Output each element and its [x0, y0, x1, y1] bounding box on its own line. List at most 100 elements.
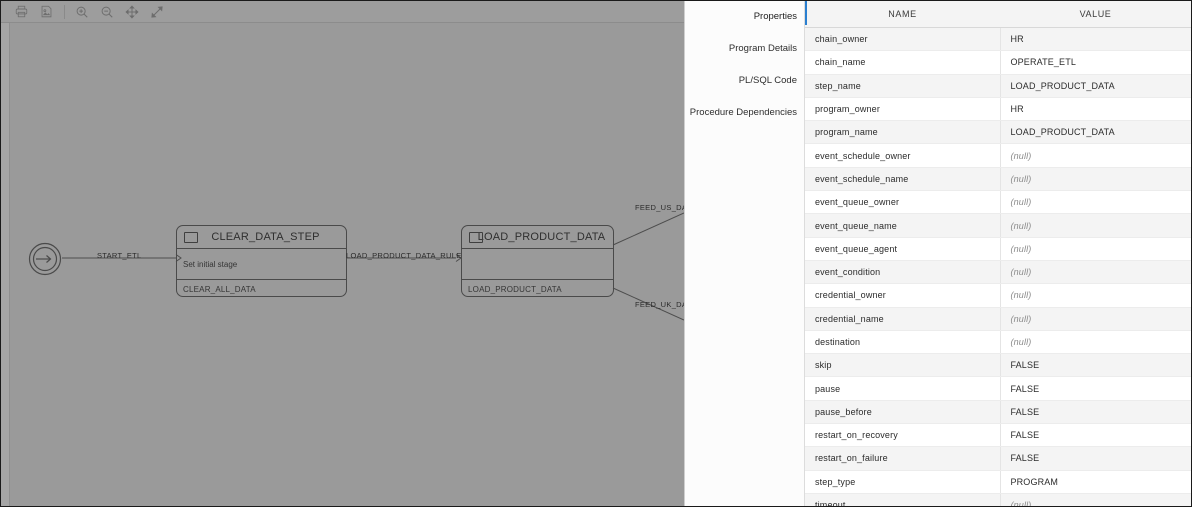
- cell-property-value: (null): [999, 143, 1191, 168]
- cell-property-name: restart_on_failure: [805, 446, 1000, 471]
- cell-property-name: event_queue_name: [805, 213, 1000, 238]
- cell-property-value: (null): [999, 493, 1191, 506]
- table-row[interactable]: event_queue_name(null): [805, 213, 1191, 238]
- tab-procedure-dependencies[interactable]: Procedure Dependencies: [689, 107, 797, 118]
- cell-property-name: restart_on_recovery: [805, 423, 1000, 448]
- pan-icon[interactable]: [121, 2, 143, 22]
- cell-property-name: chain_owner: [805, 27, 1000, 52]
- toolbar-separator: [64, 4, 65, 19]
- node-header: CLEAR_DATA_STEP: [177, 226, 346, 249]
- cell-property-value: (null): [999, 190, 1191, 215]
- cell-property-value: FALSE: [999, 423, 1191, 448]
- cell-property-value: FALSE: [999, 353, 1191, 378]
- cell-property-name: program_owner: [805, 97, 1000, 122]
- cell-property-name: timeout: [805, 493, 1000, 506]
- cell-property-name: pause: [805, 376, 1000, 401]
- diagram-pane: CLEAR_DATA_STEP Set initial stage CLEAR_…: [1, 1, 684, 506]
- cell-property-value: (null): [999, 237, 1191, 261]
- cell-property-value: HR: [999, 97, 1191, 122]
- node-description: Set initial stage: [177, 249, 346, 280]
- cell-property-value: FALSE: [999, 376, 1191, 401]
- cell-property-value: FALSE: [999, 446, 1191, 471]
- cell-property-value: LOAD_PRODUCT_DATA: [999, 120, 1191, 145]
- cell-property-name: program_name: [805, 120, 1000, 145]
- save-image-icon[interactable]: [35, 2, 57, 22]
- cell-property-name: event_queue_agent: [805, 237, 1000, 261]
- table-row[interactable]: credential_name(null): [805, 307, 1191, 331]
- tab-plsql-code[interactable]: PL/SQL Code: [738, 75, 797, 86]
- table-row[interactable]: credential_owner(null): [805, 283, 1191, 308]
- cell-property-value: (null): [999, 283, 1191, 308]
- active-column-accent: [805, 1, 807, 25]
- diagram-node-load-product-data[interactable]: LOAD_PRODUCT_DATA LOAD_PRODUCT_DATA: [461, 225, 614, 297]
- start-arrow-icon[interactable]: [25, 239, 65, 279]
- program-box-icon: [184, 232, 198, 243]
- zoom-out-icon[interactable]: [96, 2, 118, 22]
- cell-property-name: credential_owner: [805, 283, 1000, 308]
- program-box-icon: [469, 232, 483, 243]
- edge-label-start-etl: START_ETL: [97, 251, 142, 260]
- cell-property-value: FALSE: [999, 400, 1191, 425]
- cell-property-name: event_schedule_owner: [805, 143, 1000, 168]
- tab-program-details[interactable]: Program Details: [728, 43, 797, 54]
- cell-property-name: event_schedule_name: [805, 167, 1000, 192]
- table-row[interactable]: event_queue_agent(null): [805, 237, 1191, 261]
- column-header-value[interactable]: VALUE: [1000, 1, 1191, 28]
- diagram-toolbar: [1, 1, 684, 23]
- node-header: LOAD_PRODUCT_DATA: [462, 226, 613, 249]
- cell-property-value: OPERATE_ETL: [999, 50, 1191, 75]
- cell-property-value: HR: [999, 27, 1191, 52]
- canvas-vertical-scrollbar[interactable]: [1, 23, 10, 506]
- diagram-connectors: [62, 212, 684, 321]
- table-row[interactable]: event_schedule_name(null): [805, 167, 1191, 192]
- cell-property-name: pause_before: [805, 400, 1000, 425]
- diagram-node-clear-data-step[interactable]: CLEAR_DATA_STEP Set initial stage CLEAR_…: [176, 225, 347, 297]
- fit-screen-icon[interactable]: [146, 2, 168, 22]
- tab-properties[interactable]: Properties: [753, 11, 797, 22]
- cell-property-value: (null): [999, 330, 1191, 355]
- column-header-name[interactable]: NAME: [805, 1, 1000, 28]
- edge-label-feed-uk-data: FEED_UK_DA: [635, 300, 684, 309]
- print-icon[interactable]: [10, 2, 32, 22]
- cell-property-name: chain_name: [805, 50, 1000, 75]
- cell-property-name: event_queue_owner: [805, 190, 1000, 215]
- vertical-tab-strip: Properties Program Details PL/SQL Code P…: [685, 1, 805, 506]
- table-row[interactable]: destination(null): [805, 330, 1191, 355]
- edge-label-feed-us-data: FEED_US_DA: [635, 203, 684, 212]
- cell-property-name: skip: [805, 353, 1000, 378]
- table-row[interactable]: event_queue_owner(null): [805, 190, 1191, 215]
- cell-property-name: destination: [805, 330, 1000, 355]
- table-row[interactable]: timeout(null): [805, 493, 1191, 506]
- zoom-in-icon[interactable]: [71, 2, 93, 22]
- cell-property-value: (null): [999, 260, 1191, 285]
- cell-property-value: (null): [999, 307, 1191, 331]
- properties-pane: Properties Program Details PL/SQL Code P…: [684, 1, 1191, 506]
- cell-property-name: credential_name: [805, 307, 1000, 331]
- cell-property-value: (null): [999, 167, 1191, 192]
- cell-property-name: step_name: [805, 74, 1000, 98]
- table-header: NAME VALUE: [805, 1, 1191, 28]
- node-title: CLEAR_DATA_STEP: [211, 231, 320, 243]
- cell-property-value: LOAD_PRODUCT_DATA: [999, 74, 1191, 98]
- table-row[interactable]: event_schedule_owner(null): [805, 143, 1191, 168]
- node-title: LOAD_PRODUCT_DATA: [477, 231, 606, 243]
- table-row[interactable]: event_condition(null): [805, 260, 1191, 285]
- chain-diagram-canvas[interactable]: CLEAR_DATA_STEP Set initial stage CLEAR_…: [10, 23, 684, 506]
- cell-property-value: (null): [999, 213, 1191, 238]
- table-header-row: NAME VALUE: [805, 1, 1191, 28]
